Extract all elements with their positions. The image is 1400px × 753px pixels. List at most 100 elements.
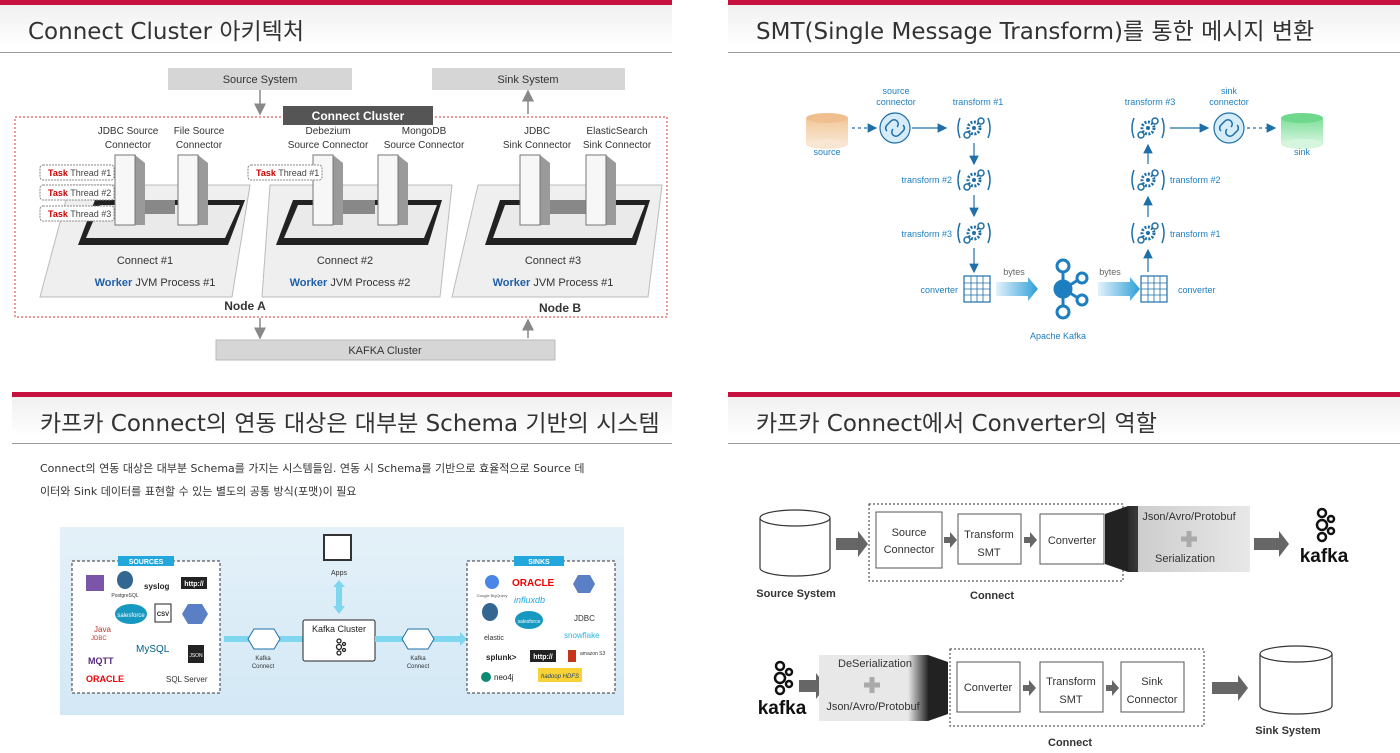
json-file-icon xyxy=(188,645,204,663)
kafka-cluster-label: Kafka Cluster xyxy=(312,624,366,634)
panel-title: 카프카 Connect의 연동 대상은 대부분 Schema 기반의 시스템 xyxy=(40,411,660,437)
salesforce-sink-icon xyxy=(515,611,543,629)
kafka-label: kafka xyxy=(1300,546,1349,567)
transform-box xyxy=(957,513,1022,565)
csv-label: CSV xyxy=(157,612,169,618)
panel-accent-bar xyxy=(728,392,1400,397)
json-label: JSON xyxy=(189,653,203,659)
source-system-label: Source System xyxy=(223,74,298,86)
neo4j-logo-icon xyxy=(481,672,491,682)
connect-cluster-diagram: Source System Sink System Connect Cluste… xyxy=(14,68,668,361)
source-to-connect-arrow xyxy=(836,531,868,557)
pillar-mongodb xyxy=(377,154,408,226)
connect-3-label: Connect #3 xyxy=(525,255,581,267)
svg-text:Task Thread #1: Task Thread #1 xyxy=(48,168,111,178)
transform-to-sink-arrow xyxy=(1106,680,1119,696)
java-label: Java xyxy=(94,625,111,634)
source-logo-purple-icon xyxy=(86,575,104,591)
description-line-2: 이터와 Sink 데이터를 표현할 수 있는 별도의 공통 방식(포맷)이 필요 xyxy=(40,485,357,498)
ecosystem-diagram: SOURCES PostgreSQL syslog http:// salesf… xyxy=(60,527,624,715)
splunk-label: splunk> xyxy=(486,653,517,662)
amazon-label: amazon S3 xyxy=(580,651,606,657)
source-label: source xyxy=(813,147,840,157)
debezium-label-2: Source Connector xyxy=(288,140,369,151)
task-thread-1a: Task Thread #1 xyxy=(39,164,115,181)
connect-label-1: Connect xyxy=(970,590,1014,602)
right-transform-1-label: transform #1 xyxy=(1170,229,1221,239)
transform-2-gear-icon xyxy=(957,169,991,191)
kafka-connect-2-label-2: Connect xyxy=(407,664,430,670)
task-thread-1b: Task Thread #1 xyxy=(247,164,323,181)
svg-text:Task Thread #2: Task Thread #2 xyxy=(48,188,111,198)
http-sink-label: http:// xyxy=(533,654,552,661)
panel-title: Connect Cluster 아키텍처 xyxy=(28,19,304,45)
deserialization-label: DeSerialization xyxy=(838,658,912,670)
sources-label: SOURCES xyxy=(129,559,164,566)
sink-system-box xyxy=(432,68,625,90)
right-transform-3-label: transform #3 xyxy=(1125,97,1176,107)
serialization-to-kafka-arrow xyxy=(1254,531,1289,557)
kafka-connect-2-label-1: Kafka xyxy=(410,656,426,662)
worker-3-label: Worker JVM Process #1 xyxy=(493,277,614,289)
kafka-connect-1-icon xyxy=(247,628,281,650)
transform-1-gear-icon xyxy=(957,117,991,139)
apps-label: Apps xyxy=(331,570,347,577)
snowflake-label: snowflake xyxy=(564,631,600,640)
sources-tag xyxy=(118,556,174,566)
kafka-cluster-box xyxy=(215,339,556,361)
smt-diagram: source source connector transform #1 tra… xyxy=(806,86,1323,341)
apache-kafka-label: Apache Kafka xyxy=(1030,331,1086,341)
sink-system-cylinder-icon xyxy=(1259,645,1333,715)
mongodb-label-1: MongoDB xyxy=(402,126,447,137)
converter-right-label: converter xyxy=(1178,285,1216,295)
jdbc-sink-logo-label: JDBC xyxy=(574,614,595,623)
converter-to-transform-arrow xyxy=(1023,680,1036,696)
panel-accent-bar xyxy=(12,392,672,397)
panel-accent-bar xyxy=(0,0,672,5)
sqlserver-label: SQL Server xyxy=(166,675,208,684)
plus-icon xyxy=(1181,531,1197,547)
jdbc-source-label-2: Connector xyxy=(105,140,152,151)
source-system-label: Source System xyxy=(756,588,836,600)
kafka-logo-icon xyxy=(1315,507,1336,543)
apache-kafka-logo-icon xyxy=(1053,258,1089,320)
title-divider xyxy=(728,52,1400,53)
worker-1-label: Worker JVM Process #1 xyxy=(95,277,216,289)
title-divider xyxy=(12,443,672,444)
sink-connector-label-2: connector xyxy=(1209,97,1249,107)
right-transform-3-gear-icon xyxy=(1131,117,1165,139)
transform-3-gear-icon xyxy=(957,222,991,244)
bytes-right-arrow xyxy=(1098,277,1140,301)
converter-right-grid-icon xyxy=(1140,275,1168,303)
converter-box-2 xyxy=(956,661,1021,713)
source-connector-label-1: Source xyxy=(892,527,927,539)
source-system-cylinder-icon xyxy=(759,509,831,577)
hexagon-source-icon xyxy=(182,604,208,624)
bigquery-logo-icon xyxy=(485,575,499,589)
apps-icon xyxy=(323,534,352,561)
sink-connector-box xyxy=(1120,661,1185,713)
title-divider xyxy=(728,443,1400,444)
source-system-box xyxy=(168,68,352,90)
converter-box xyxy=(1039,513,1105,565)
transform-1-label: transform #1 xyxy=(953,97,1004,107)
right-transform-1-gear-icon xyxy=(1131,222,1165,244)
bytes-left-arrow xyxy=(996,277,1038,301)
pillar-file-source xyxy=(177,154,208,226)
kafka-connect-1-label-1: Kafka xyxy=(255,656,271,662)
source-connector-label-2: Connector xyxy=(884,544,935,556)
apps-kafka-arrow xyxy=(333,580,345,614)
pillar-jdbc-source xyxy=(114,154,175,226)
converter-left-grid-icon xyxy=(963,275,991,303)
panel-ecosystem: 카프카 Connect의 연동 대상은 대부분 Schema 기반의 시스템 C… xyxy=(12,392,672,753)
csv-file-icon xyxy=(154,603,172,623)
mysql-label: MySQL xyxy=(136,644,170,655)
postgresql-logo-icon xyxy=(117,571,133,589)
kafka-connect-1-label-2: Connect xyxy=(252,664,275,670)
es-sink-label-2: Sink Connector xyxy=(583,140,652,151)
connect-cluster-label: Connect Cluster xyxy=(312,109,405,123)
bytes-right-label: bytes xyxy=(1099,267,1121,277)
sink-connector-label-1: sink xyxy=(1221,86,1238,96)
source-connector-label-1: source xyxy=(882,86,909,96)
bytes-left-label: bytes xyxy=(1003,267,1025,277)
